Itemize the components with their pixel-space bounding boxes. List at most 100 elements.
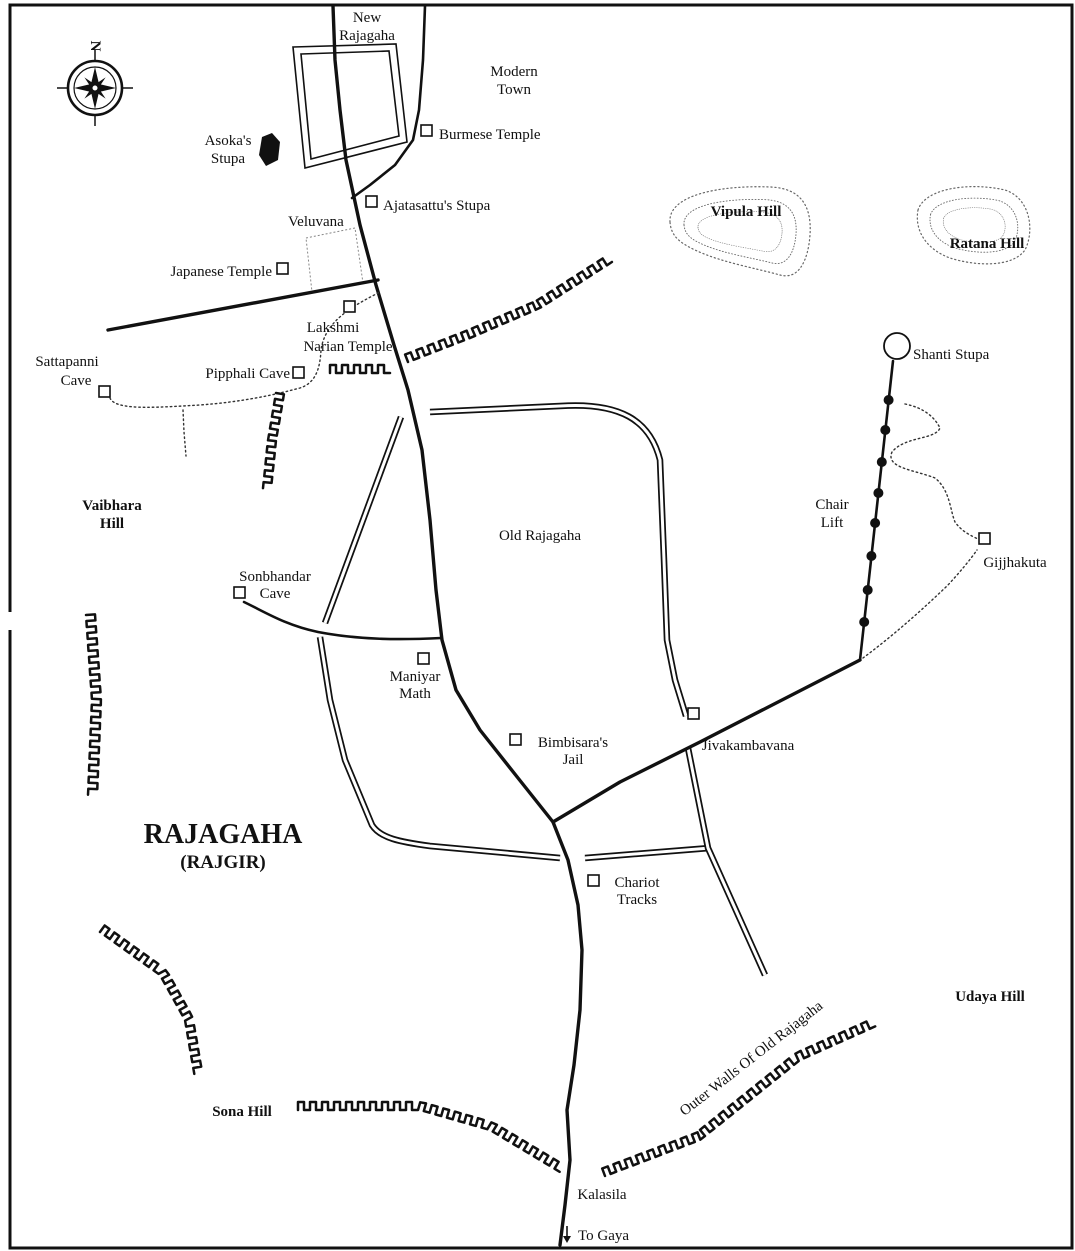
- circle-stupa-icon: [883, 332, 911, 360]
- chair-lift-dot: [870, 518, 881, 528]
- ratana-hill-contours: [916, 186, 1031, 265]
- chariot-track-east-fill: [584, 846, 711, 860]
- veluvana-label: Veluvana: [288, 214, 344, 230]
- old-rajagaha-south-track: [316, 636, 561, 862]
- chair-lift-dot: [873, 488, 884, 498]
- vaibhara-hill-label-line1: Vaibhara: [82, 498, 142, 514]
- chair-lift-dot: [859, 617, 870, 627]
- bimbisaras-jail-label-line1: Bimbisara's: [538, 735, 608, 751]
- maniyar-math-label-line1: Maniyar: [390, 669, 441, 685]
- jivakambavana-label: Jivakambavana: [702, 738, 795, 754]
- main-road-to-gaya: [331, 4, 584, 1247]
- kalasila-label: Kalasila: [577, 1187, 626, 1203]
- chariot-tracks-square-marker-icon: [587, 874, 600, 887]
- vipula-contour-middle: [683, 198, 797, 264]
- ratana-contour-middle: [929, 197, 1019, 253]
- vipula-hill-label: Vipula Hill: [711, 204, 782, 220]
- west-track-fill: [323, 416, 403, 624]
- modern-town-label-line2: Town: [497, 82, 531, 98]
- new-rajagaha-label-line1: New: [353, 10, 381, 26]
- burmese-temple-square-marker-icon: [420, 124, 433, 137]
- gijjhakuta-road: [551, 658, 862, 824]
- old-rajagaha-east-track: [429, 402, 690, 717]
- map-subtitle: (RAJGIR): [180, 852, 266, 873]
- sonbhandar-road: [242, 600, 443, 641]
- old-rajagaha-label: Old Rajagaha: [499, 528, 581, 544]
- jivakambavana-track-fill: [686, 747, 767, 976]
- chair-lift-label-line1: Chair: [815, 497, 848, 513]
- vipula-contour-inner: [697, 211, 783, 252]
- sona-hill-label: Sona Hill: [212, 1104, 272, 1120]
- ratana-contour-inner: [942, 207, 1006, 243]
- modern-town-label-line1: Modern: [490, 64, 538, 80]
- japanese-temple-label: Japanese Temple: [170, 264, 272, 280]
- chariot-tracks-label-line2: Tracks: [617, 892, 657, 908]
- vipula-contour-outer: [669, 186, 811, 277]
- asokas-stupa-label-line2: Stupa: [211, 151, 246, 167]
- chair-lift-dot: [883, 395, 894, 405]
- sonbhandar-cave-square-marker-icon: [233, 586, 246, 599]
- sattapanni-branch-footpath: [182, 409, 187, 457]
- chair-lift-dot: [876, 457, 887, 467]
- chair-lift-dot: [862, 585, 873, 595]
- map-frame: [8, 3, 1074, 1250]
- jivakambavana-track: [684, 747, 768, 977]
- map-title: RAJAGAHA: [144, 819, 303, 850]
- vipula-hill-contours: [669, 186, 811, 277]
- pipphali-cave-label: Pipphali Cave: [205, 366, 290, 382]
- ratana-contour-outer: [916, 186, 1031, 265]
- gijjhakuta-winding-footpath: [890, 403, 979, 540]
- arrow-down-icon: [563, 1226, 571, 1243]
- lakshmi-narian-temple-label-line2: Narian Temple: [303, 339, 392, 355]
- chariot-track-east: [584, 844, 711, 862]
- chair-lift-label-line2: Lift: [821, 515, 844, 531]
- maniyar-math-square-marker-icon: [417, 652, 430, 665]
- sattapanni-cave-label-line2: Cave: [61, 373, 92, 389]
- sonbhandar-cave-label-line2: Cave: [260, 586, 291, 602]
- maniyar-math-label-line2: Math: [399, 686, 431, 702]
- east-town-road: [350, 4, 427, 200]
- sattapanni-cave-square-marker-icon: [98, 385, 111, 398]
- north-outer-wall: [403, 257, 614, 364]
- southeast-outer-wall: [600, 1020, 877, 1178]
- bimbisaras-jail-label-line2: Jail: [563, 752, 584, 768]
- east-track-fill: [429, 403, 688, 717]
- udaya-hill-label: Udaya Hill: [955, 989, 1025, 1005]
- chair-lift-dot: [880, 425, 891, 435]
- ajatasattus-stupa-square-marker-icon: [365, 195, 378, 208]
- gijjhakuta-footpath: [862, 549, 978, 659]
- burmese-temple-label: Burmese Temple: [439, 127, 541, 143]
- pipphali-wall: [261, 391, 286, 490]
- lakshmi-temple-square-marker-icon: [343, 300, 356, 313]
- southwest-outer-wall: [98, 924, 203, 1076]
- chair-lift-cable: [858, 359, 895, 662]
- asokas-stupa-label-line1: Asoka's: [205, 133, 252, 149]
- vaibhara-hill-label-line2: Hill: [100, 516, 124, 532]
- jivakambavana-track-outline: [684, 747, 768, 977]
- japanese-temple-square-marker-icon: [276, 262, 289, 275]
- pipphali-cave-square-marker-icon: [292, 366, 305, 379]
- east-track-outline: [429, 402, 690, 717]
- sona-hill-wall: [296, 1100, 561, 1174]
- lakshmi-narian-temple-label-line1: Lakshmi: [307, 320, 360, 336]
- south-track-fill: [318, 636, 561, 860]
- sonbhandar-cave-label-line1: Sonbhandar: [239, 569, 311, 585]
- jivakambavana-square-marker-icon: [687, 707, 700, 720]
- veluvana-grove-outline: [305, 227, 364, 293]
- new-rajagaha-label-line2: Rajagaha: [339, 28, 395, 44]
- solid-stupa-icon: [259, 133, 280, 166]
- sattapanni-footpath: [109, 291, 381, 408]
- enclosure-inner-wall: [300, 50, 400, 161]
- chair-lift-line: [858, 359, 895, 662]
- ratana-hill-label: Ratana Hill: [950, 236, 1025, 252]
- chariot-tracks-label-line1: Chariot: [615, 875, 661, 891]
- gijjhakuta-square-marker-icon: [978, 532, 991, 545]
- west-outer-wall: [84, 613, 103, 796]
- lakshmi-wall-segment: [328, 363, 392, 375]
- shanti-stupa-label: Shanti Stupa: [913, 347, 990, 363]
- sattapanni-cave-label-line1: Sattapanni: [35, 354, 98, 370]
- compass-north-label: N: [87, 41, 103, 52]
- compass-rose-icon: [57, 50, 133, 126]
- old-rajagaha-west-track: [321, 415, 405, 625]
